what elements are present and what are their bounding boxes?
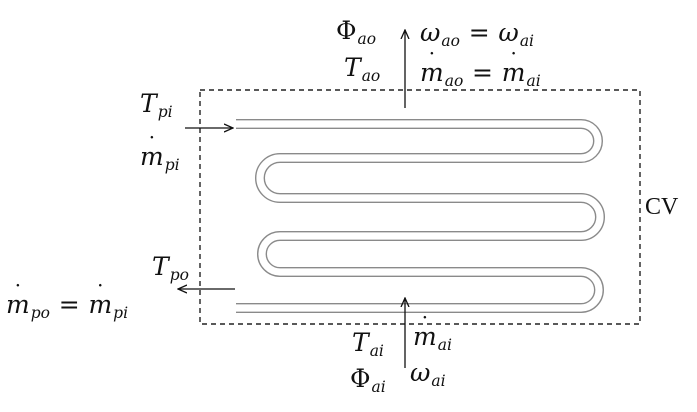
coil-tube-inner [236,120,604,312]
air-outlet-humidity-equation: ωao=ωai [420,18,535,51]
air-outlet-flux-label: Φao [336,16,377,49]
pipe-outlet-temperature-label: Tpo [152,252,189,285]
pipe-inlet-mass-flow-label: m˙pi [140,132,180,175]
coil-tube-outer [236,119,605,313]
air-inlet-flux-label: Φai [350,364,386,397]
control-volume-label: CV [645,194,679,220]
air-outlet-temperature-label: Tao [344,53,381,86]
air-inlet-mass-flow-label: m˙ai [413,312,452,355]
control-volume-boundary [199,89,641,325]
air-inlet-humidity-label: ωai [410,358,446,391]
pipe-outlet-mass-flow-equation: m˙po=m˙pi [6,280,129,323]
air-outlet-mass-flow-equation: m˙ao=m˙ai [420,48,541,91]
pipe-inlet-temperature-label: Tpi [140,89,173,122]
air-inlet-temperature-label: Tai [352,328,384,361]
